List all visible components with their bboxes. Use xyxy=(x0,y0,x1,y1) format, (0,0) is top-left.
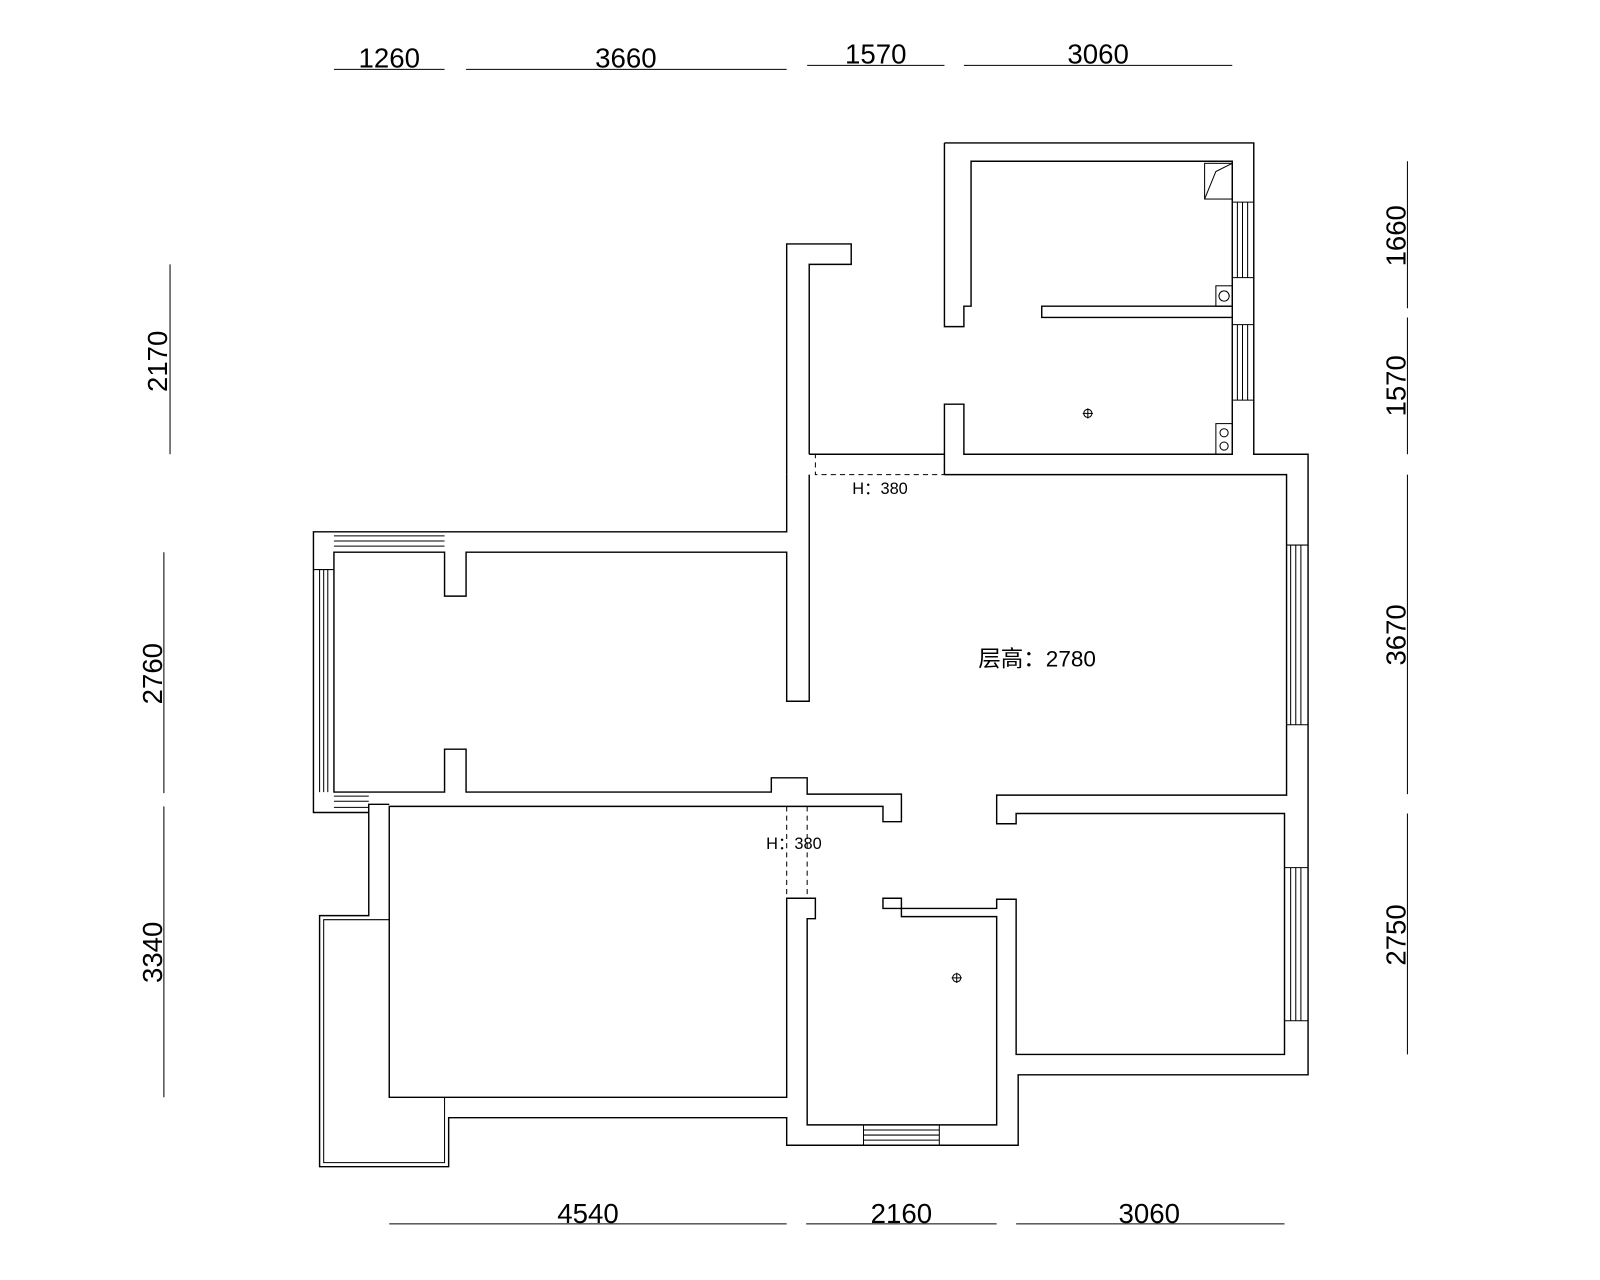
dim-left-2: 2760 xyxy=(137,643,168,704)
dim-left-3: 3340 xyxy=(137,922,168,983)
floor-drain-upper xyxy=(1082,408,1093,419)
dim-bottom-2: 2160 xyxy=(871,1198,932,1229)
beams xyxy=(786,453,945,899)
dimension-lines xyxy=(163,64,1408,1225)
floor-drain-lower xyxy=(951,972,962,983)
dim-right-3: 3670 xyxy=(1380,604,1411,665)
window-south xyxy=(862,1124,940,1146)
pipe-symbol-lower xyxy=(1215,423,1233,455)
fixtures xyxy=(951,162,1233,983)
dim-top-1: 1260 xyxy=(358,42,419,73)
dim-top-2: 3660 xyxy=(595,42,656,73)
dim-right-2: 1570 xyxy=(1380,355,1411,416)
walls xyxy=(312,142,1309,1168)
dim-right-1: 1660 xyxy=(1380,205,1411,266)
dim-bottom-1: 4540 xyxy=(557,1198,618,1229)
window-east-lower xyxy=(1284,867,1309,1022)
window-bath xyxy=(1232,324,1254,401)
pipe-symbol-upper xyxy=(1215,285,1233,307)
dim-top-4: 3060 xyxy=(1067,38,1128,69)
ceiling-height-label: 层高：2780 xyxy=(978,647,1096,672)
windows xyxy=(313,201,1309,1146)
dim-left-1: 2170 xyxy=(142,331,173,392)
window-north-west xyxy=(333,535,445,547)
dim-bottom-3: 3060 xyxy=(1119,1198,1180,1229)
flue-symbol xyxy=(1204,162,1233,200)
window-west xyxy=(313,569,334,793)
dim-right-4: 2750 xyxy=(1380,904,1411,965)
beam-height-upper: H：380 xyxy=(852,480,908,498)
window-east-upper xyxy=(1286,544,1309,726)
window-kitchen xyxy=(1232,201,1254,279)
window-corner xyxy=(333,795,369,808)
dim-top-3: 1570 xyxy=(845,38,906,69)
beam-height-lower: H：380 xyxy=(766,835,822,853)
